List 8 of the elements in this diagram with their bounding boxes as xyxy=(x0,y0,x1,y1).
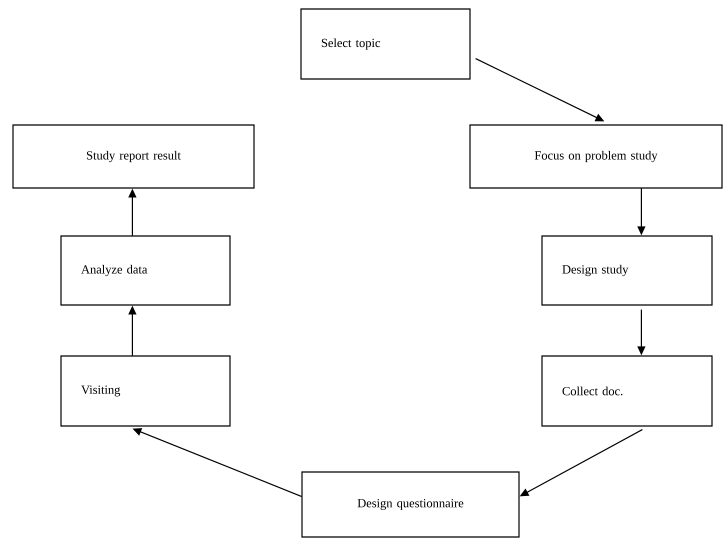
process-box: Design study xyxy=(541,235,713,306)
process-box: Visiting xyxy=(60,355,231,427)
process-box: Analyze data xyxy=(60,235,231,306)
process-box: Select topic xyxy=(300,8,471,80)
process-box: Focus on problem study xyxy=(469,124,723,189)
process-box: Collect doc. xyxy=(541,355,713,427)
process-box: Design questionnaire xyxy=(301,471,520,538)
process-box: Study report result xyxy=(12,124,255,189)
